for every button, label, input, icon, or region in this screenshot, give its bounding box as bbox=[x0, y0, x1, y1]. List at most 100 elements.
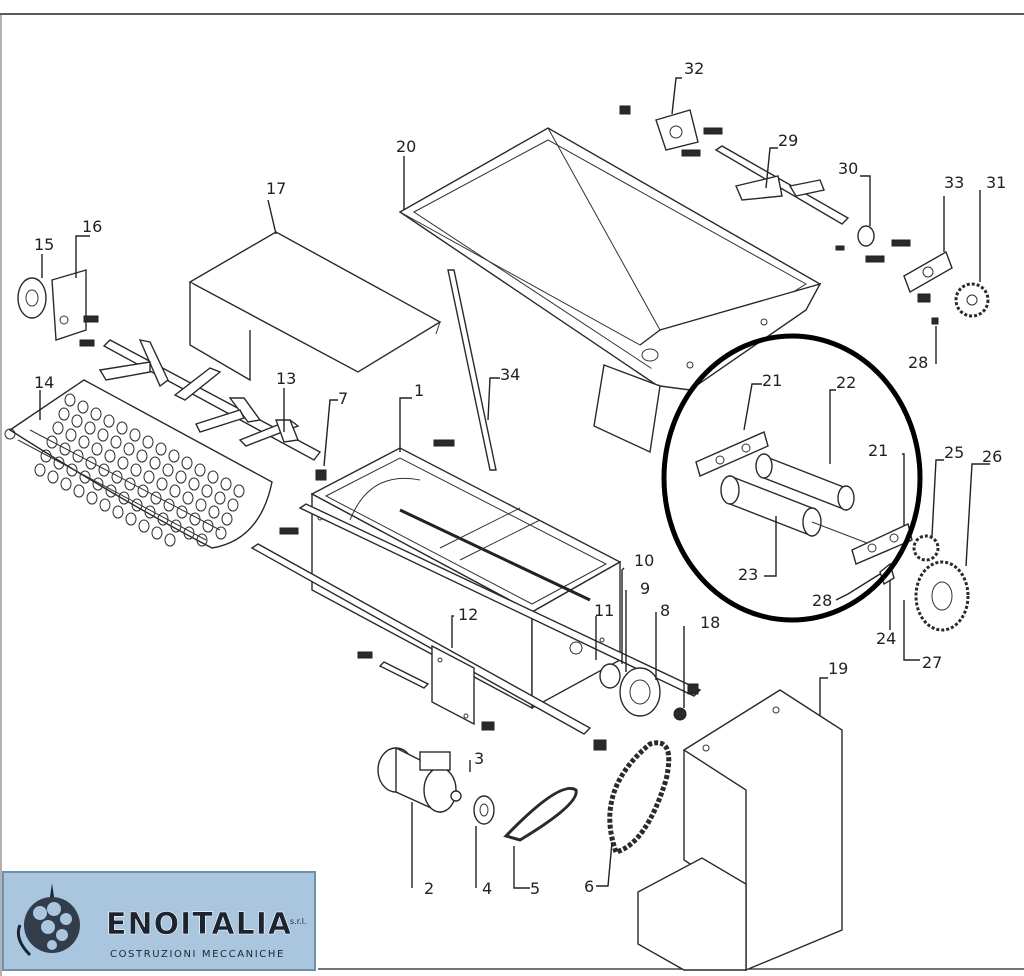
label-3: 3 bbox=[474, 749, 484, 768]
part-hopper bbox=[398, 127, 822, 454]
sieve-hole bbox=[73, 484, 85, 498]
sieve-hole bbox=[220, 477, 232, 491]
part-small-pulley bbox=[473, 795, 495, 825]
sieve-hole bbox=[151, 526, 163, 540]
sieve-hole bbox=[227, 498, 239, 512]
part-bearing-33 bbox=[903, 250, 953, 294]
sieve-hole bbox=[207, 470, 219, 484]
sieve-hole bbox=[84, 421, 96, 435]
label-11: 11 bbox=[594, 601, 614, 620]
part-feed-shaft bbox=[714, 145, 850, 225]
sieve-hole bbox=[60, 477, 72, 491]
sieve-hole bbox=[71, 414, 83, 428]
label-13: 13 bbox=[276, 369, 296, 388]
sieve-hole bbox=[155, 442, 167, 456]
sieve-hole bbox=[97, 428, 109, 442]
sieve-hole bbox=[92, 477, 104, 491]
part-bushing-30 bbox=[857, 225, 875, 247]
sieve-hole bbox=[221, 512, 233, 526]
part-guard bbox=[637, 689, 843, 972]
part-bracket bbox=[51, 269, 99, 347]
sieve-hole bbox=[164, 533, 176, 547]
sieve-hole bbox=[143, 470, 155, 484]
sieve-hole bbox=[53, 456, 65, 470]
part-chain bbox=[607, 740, 672, 856]
part-sprocket-25 bbox=[912, 534, 940, 562]
sieve-hole bbox=[86, 491, 98, 505]
label-9: 9 bbox=[640, 579, 650, 598]
label-23: 23 bbox=[738, 565, 758, 584]
sieve-hole bbox=[59, 442, 71, 456]
sieve-hole bbox=[181, 456, 193, 470]
sieve-hole bbox=[46, 435, 58, 449]
label-20: 20 bbox=[396, 137, 416, 156]
sieve-holes bbox=[34, 393, 245, 547]
label-16: 16 bbox=[82, 217, 102, 236]
logo-suffix: s.r.l. bbox=[290, 917, 307, 926]
sieve-hole bbox=[157, 512, 169, 526]
sieve-hole bbox=[99, 498, 111, 512]
sieve-hole bbox=[118, 491, 130, 505]
hardware-bolts bbox=[279, 105, 939, 751]
sieve-hole bbox=[112, 505, 124, 519]
label-28b: 28 bbox=[908, 353, 928, 372]
sieve-hole bbox=[117, 456, 129, 470]
sieve-hole bbox=[125, 512, 137, 526]
label-1: 1 bbox=[414, 381, 424, 400]
sieve-hole bbox=[156, 477, 168, 491]
sieve-hole bbox=[195, 498, 207, 512]
part-roller-upper bbox=[755, 453, 855, 512]
sieve-hole bbox=[150, 491, 162, 505]
sieve-hole bbox=[170, 519, 182, 533]
label-12: 12 bbox=[458, 605, 478, 624]
label-6: 6 bbox=[584, 877, 594, 896]
label-32: 32 bbox=[684, 59, 704, 78]
part-rod bbox=[447, 269, 497, 471]
sieve-hole bbox=[131, 498, 143, 512]
part-sieve bbox=[4, 379, 273, 549]
sieve-hole bbox=[123, 442, 135, 456]
sieve-hole bbox=[58, 407, 70, 421]
label-7: 7 bbox=[338, 389, 348, 408]
label-21b: 21 bbox=[868, 441, 888, 460]
sieve-hole bbox=[90, 407, 102, 421]
label-4: 4 bbox=[482, 879, 492, 898]
sieve-hole bbox=[202, 519, 214, 533]
sieve-hole bbox=[144, 505, 156, 519]
sieve-hole bbox=[40, 449, 52, 463]
sieve-hole bbox=[98, 463, 110, 477]
part-plate bbox=[431, 644, 475, 726]
sieve-hole bbox=[163, 498, 175, 512]
sieve-hole bbox=[215, 526, 227, 540]
label-29: 29 bbox=[778, 131, 798, 150]
sieve-hole bbox=[111, 470, 123, 484]
sieve-hole bbox=[188, 477, 200, 491]
label-10: 10 bbox=[634, 551, 654, 570]
part-sprocket-26 bbox=[914, 560, 970, 632]
label-28a: 28 bbox=[812, 591, 832, 610]
sieve-hole bbox=[189, 512, 201, 526]
part-number-labels: 1 2 3 4 5 6 7 8 9 10 11 12 13 14 15 16 1… bbox=[34, 59, 1006, 898]
sieve-hole bbox=[104, 449, 116, 463]
sieve-hole bbox=[233, 484, 245, 498]
sieve-hole bbox=[110, 435, 122, 449]
label-24: 24 bbox=[876, 629, 896, 648]
logo-name: ENOITALIA bbox=[106, 907, 293, 943]
part-motor bbox=[377, 746, 462, 814]
sieve-hole bbox=[214, 491, 226, 505]
sieve-hole bbox=[176, 505, 188, 519]
grape-emblem-icon bbox=[16, 883, 80, 957]
sieve-hole bbox=[183, 526, 195, 540]
label-5: 5 bbox=[530, 879, 540, 898]
sieve-hole bbox=[105, 484, 117, 498]
leader-lines bbox=[39, 77, 990, 889]
sieve-hole bbox=[149, 456, 161, 470]
label-2: 2 bbox=[424, 879, 434, 898]
label-30: 30 bbox=[838, 159, 858, 178]
sieve-hole bbox=[78, 435, 90, 449]
sieve-hole bbox=[129, 428, 141, 442]
sieve-hole bbox=[130, 463, 142, 477]
detail-highlight-circle bbox=[661, 333, 923, 623]
label-8: 8 bbox=[660, 601, 670, 620]
label-22: 22 bbox=[836, 373, 856, 392]
